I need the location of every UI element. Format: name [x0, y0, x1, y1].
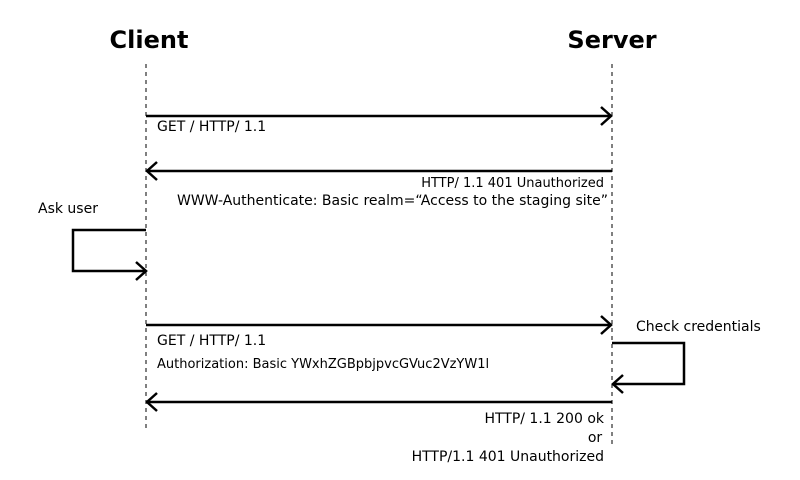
response-1-status: HTTP/ 1.1 401 Unauthorized — [421, 176, 604, 191]
response-1-header: WWW-Authenticate: Basic realm=“Access to… — [177, 193, 608, 209]
client-label: Client — [110, 26, 189, 54]
response-arrow-1 — [145, 161, 612, 181]
request-2-label: GET / HTTP/ 1.1 — [157, 333, 266, 349]
server-label: Server — [567, 26, 656, 54]
request-1-label: GET / HTTP/ 1.1 — [157, 119, 266, 135]
check-credentials-label: Check credentials — [636, 319, 761, 335]
response-arrow-2 — [145, 392, 612, 412]
request-arrow-1 — [146, 106, 613, 126]
ask-user-loop-arrow — [71, 228, 148, 281]
response-2-or: or — [588, 430, 603, 446]
response-2-ok: HTTP/ 1.1 200 ok — [484, 411, 604, 427]
request-arrow-2 — [146, 315, 613, 335]
response-2-unauthorized: HTTP/1.1 401 Unauthorized — [412, 449, 604, 465]
request-2-header: Authorization: Basic YWxhZGBpbjpvcGVuc2V… — [157, 357, 489, 372]
ask-user-label: Ask user — [38, 201, 98, 217]
check-credentials-loop-arrow — [611, 341, 686, 394]
